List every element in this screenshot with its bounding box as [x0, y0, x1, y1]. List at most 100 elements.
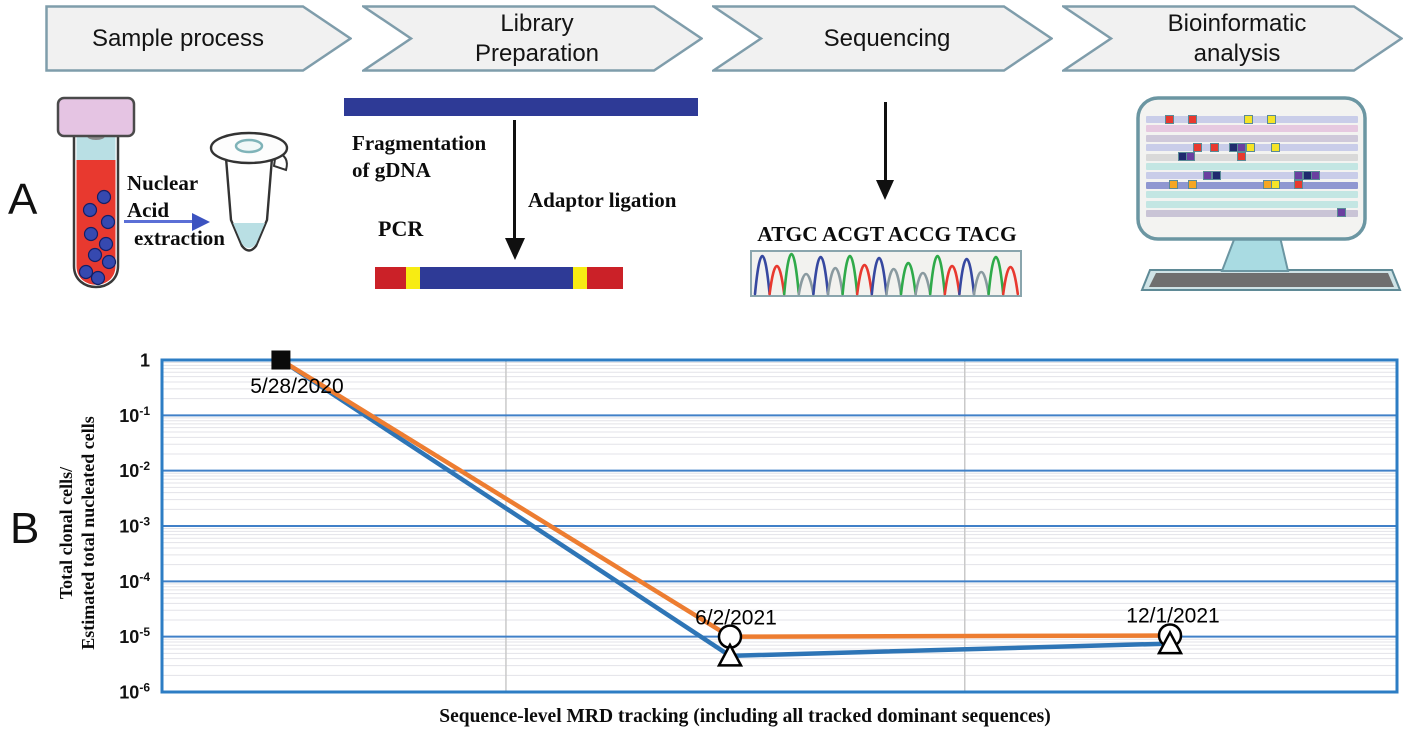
square-marker: [271, 350, 291, 370]
sequence-read-row: [1146, 125, 1358, 133]
panel-b-label: B: [10, 504, 40, 553]
adapter-segment: [406, 267, 420, 289]
point-date-label: 6/2/2021: [695, 607, 777, 630]
eppendorf-tube-icon: [209, 131, 289, 252]
trace-peak: [841, 255, 859, 296]
trace-peak: [914, 271, 932, 296]
mrd-tracking-chart: 5/28/2020 6/2/2021 12/1/2021 1 10-1 10-2 10-3 1…: [119, 350, 1399, 703]
adapter-segment: [587, 267, 623, 289]
extraction-caption-line1: Nuclear: [127, 171, 199, 195]
panel-a-label: A: [8, 175, 38, 224]
workflow-step-label: Library Preparation: [474, 9, 600, 67]
trace-peak: [782, 253, 801, 296]
workflow-step-sample-process: Sample process: [45, 5, 352, 72]
sequence-read-row: [1146, 142, 1358, 152]
chevron-arrow-icon: [45, 5, 352, 72]
extraction-caption-line2: Acid: [127, 198, 169, 222]
trace-peak: [768, 265, 786, 296]
blood-cells-icon: [78, 189, 117, 286]
trace-peak: [987, 256, 1005, 296]
variant-square: [1186, 152, 1196, 162]
chevron-arrow-icon: [362, 5, 703, 72]
trace-peak: [943, 265, 961, 296]
trace-peak: [958, 257, 976, 296]
blood-tube-icon: [56, 96, 136, 289]
variant-square: [1192, 142, 1202, 152]
variant-square: [1271, 180, 1281, 190]
y-tick-label: 10-5: [119, 625, 150, 647]
variant-square: [1266, 114, 1276, 124]
y-tick-label: 10-3: [119, 515, 150, 537]
workflow-step-label: Sample process: [91, 24, 265, 52]
variant-square: [1169, 180, 1179, 190]
variant-square: [1311, 170, 1321, 180]
trace-peak: [1001, 266, 1020, 296]
variant-square: [1211, 170, 1221, 180]
variant-square: [1245, 142, 1255, 152]
sequencing-arrow-icon: [884, 102, 887, 182]
fragmentation-label: Fragmentation of gDNA: [352, 131, 487, 182]
sequence-read-row: [1146, 180, 1358, 190]
workflow-step-label: Bioinformatic analysis: [1167, 9, 1307, 67]
point-date-label: 5/28/2020: [250, 375, 343, 398]
y-tick-label: 1: [140, 351, 150, 371]
trace-peak: [870, 256, 888, 296]
y-tick-label: 10-1: [119, 404, 150, 426]
trace-peak: [899, 261, 917, 296]
variant-square: [1209, 142, 1219, 152]
y-tick-label: 10-2: [119, 459, 150, 481]
y-tick-label: 10-6: [119, 681, 150, 703]
triangle-marker: [1156, 629, 1184, 655]
variant-square: [1271, 142, 1281, 152]
extraction-arrow-icon: [124, 220, 194, 223]
triangle-marker: [716, 642, 744, 667]
monitor-base-inner-icon: [1149, 273, 1394, 287]
workflow-step-library-preparation: Library Preparation: [362, 5, 703, 72]
y-tick-label: 10-4: [119, 570, 150, 592]
adapter-segment: [573, 267, 587, 289]
variant-square: [1243, 114, 1253, 124]
trace-peak: [797, 272, 815, 296]
adapter-segment: [375, 267, 406, 289]
variant-square: [1336, 208, 1346, 218]
sequence-read-row: [1146, 208, 1358, 218]
ligation-arrow-icon: [513, 120, 516, 240]
trace-peak: [928, 255, 947, 296]
variant-square: [1188, 180, 1198, 190]
plot-border: [160, 358, 1399, 694]
sequence-read-row: [1146, 114, 1358, 124]
point-date-label: 12/1/2021: [1126, 604, 1219, 627]
trace-peak: [855, 263, 874, 296]
adaptor-ligation-label: Adaptor ligation: [528, 188, 677, 212]
sequence-read-row: [1146, 191, 1358, 199]
sequence-read-row: [1146, 170, 1358, 180]
variant-square: [1237, 152, 1247, 162]
workflow-step-bioinformatic-analysis: Bioinformatic analysis: [1062, 5, 1403, 72]
trace-peak: [753, 255, 771, 296]
trace-peak: [972, 270, 990, 296]
variant-square: [1188, 114, 1198, 124]
sequence-read-row: [1146, 162, 1358, 170]
chevron-arrow-icon: [1062, 5, 1403, 72]
sequence-read-row: [1146, 200, 1358, 208]
trace-peak: [885, 268, 903, 296]
monitor-stand-icon: [1220, 236, 1290, 272]
sequence-read-row: [1146, 152, 1358, 162]
trace-peak: [826, 267, 844, 296]
extraction-arrowhead-icon: [192, 212, 210, 231]
pcr-label: PCR: [378, 216, 424, 241]
series-line-circle-series: [278, 357, 1173, 639]
variant-square: [1165, 114, 1175, 124]
trace-peak: [812, 256, 830, 296]
sequence-read-row: [1146, 134, 1358, 142]
workflow-step-label: Sequencing: [823, 24, 951, 52]
sequence-reads-display: [1146, 114, 1358, 222]
chevron-arrow-icon: [712, 5, 1053, 72]
sequence-text: ATGC ACGT ACCG TACG T: [757, 222, 1017, 271]
adapter-segment: [420, 267, 573, 289]
sequencing-arrowhead-icon: [875, 180, 894, 200]
gdna-fragment-bar: [344, 98, 698, 116]
adapter-ligated-fragment-bar: [375, 267, 623, 289]
ligation-arrowhead-icon: [504, 238, 525, 260]
workflow-step-sequencing: Sequencing: [712, 5, 1053, 72]
